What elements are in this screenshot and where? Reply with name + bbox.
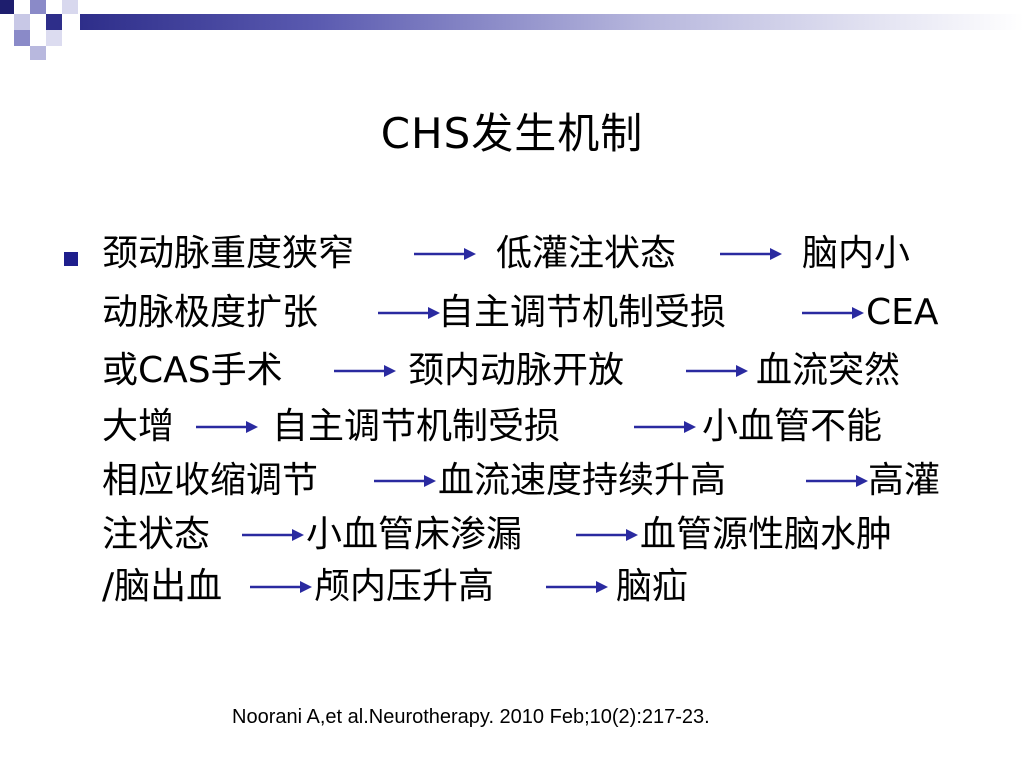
header-gradient-band xyxy=(80,14,1024,30)
deco-square xyxy=(14,14,30,30)
header-decoration xyxy=(0,0,1024,60)
deco-square xyxy=(62,0,78,14)
right-arrow-icon xyxy=(720,245,782,263)
body-text: /脑出血 xyxy=(102,566,223,607)
deco-square xyxy=(46,30,62,46)
body-text: 或CAS手术 xyxy=(102,350,283,391)
right-arrow-icon xyxy=(686,362,748,380)
body-text: 血流突然 xyxy=(756,350,901,391)
body-text: 颅内压升高 xyxy=(314,566,495,607)
right-arrow-icon xyxy=(334,362,396,380)
right-arrow-icon xyxy=(414,245,476,263)
body-text: 高灌 xyxy=(868,460,941,501)
deco-square xyxy=(46,14,62,30)
right-arrow-icon xyxy=(374,472,436,490)
deco-square xyxy=(0,0,14,14)
deco-square xyxy=(30,0,46,14)
deco-square xyxy=(30,46,46,60)
body-text: 血管源性脑水肿 xyxy=(640,514,893,555)
right-arrow-icon xyxy=(634,418,696,436)
body-text: 自主调节机制受损 xyxy=(438,292,727,333)
body-text: 注状态 xyxy=(102,514,211,555)
right-arrow-icon xyxy=(802,304,864,322)
deco-square xyxy=(14,30,30,46)
body-text: 自主调节机制受损 xyxy=(272,406,561,447)
body-text: 小血管不能 xyxy=(702,406,883,447)
right-arrow-icon xyxy=(378,304,440,322)
right-arrow-icon xyxy=(196,418,258,436)
citation-reference: Noorani A,et al.Neurotherapy. 2010 Feb;1… xyxy=(232,706,710,728)
body-text: 颈动脉重度狭窄 xyxy=(102,233,355,274)
body-text: 颈内动脉开放 xyxy=(408,350,625,391)
slide-title: CHS发生机制 xyxy=(380,109,644,158)
body-text: 脑疝 xyxy=(616,566,689,607)
body-text: 大增 xyxy=(102,406,175,447)
right-arrow-icon xyxy=(250,578,312,596)
right-arrow-icon xyxy=(242,526,304,544)
right-arrow-icon xyxy=(576,526,638,544)
body-text: 小血管床渗漏 xyxy=(306,514,523,555)
body-text: CEA xyxy=(866,292,939,333)
body-text: 血流速度持续升高 xyxy=(438,460,727,501)
bullet-square-icon xyxy=(64,252,78,266)
right-arrow-icon xyxy=(806,472,868,490)
body-text: 脑内小 xyxy=(802,233,911,274)
right-arrow-icon xyxy=(546,578,608,596)
body-text: 动脉极度扩张 xyxy=(102,292,319,333)
body-text: 相应收缩调节 xyxy=(102,460,319,501)
body-text: 低灌注状态 xyxy=(496,233,677,274)
